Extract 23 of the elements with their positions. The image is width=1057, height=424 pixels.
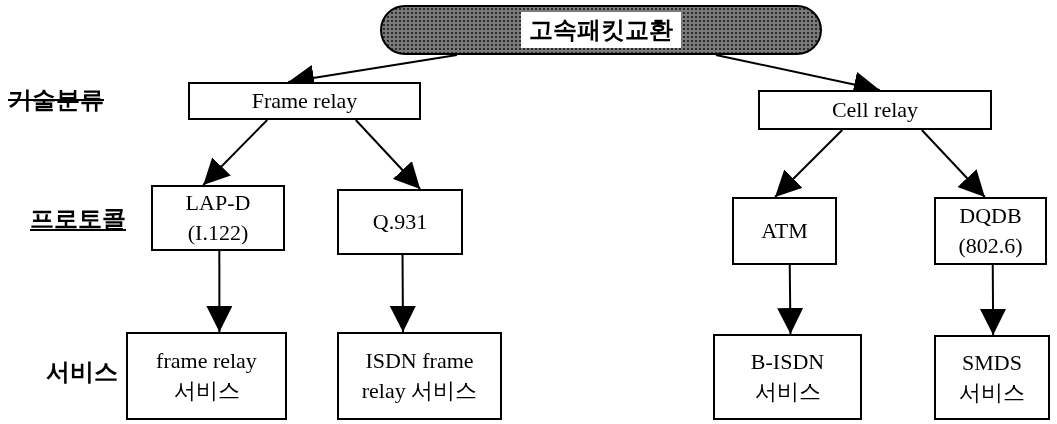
title-pill [380,5,822,55]
category-box: Q.931 [337,189,463,255]
category-box: frame relay 서비스 [126,332,287,420]
category-box: ATM [732,197,837,265]
category-box: LAP-D (I.122) [151,185,285,251]
arrow [980,264,1006,336]
arrow [354,119,422,190]
arrow [202,119,269,186]
category-box: DQDB (802.6) [934,197,1047,265]
row-label: 기술분류 [8,85,104,116]
category-box: SMDS 서비스 [934,335,1050,420]
arrow [920,129,986,198]
row-label: 프로토콜 [30,204,126,235]
category-box: B-ISDN 서비스 [713,334,862,420]
arrow [777,264,804,335]
title-text: 고속패킷교환 [521,12,681,48]
arrow [206,250,233,333]
category-box: ISDN frame relay 서비스 [337,332,502,420]
category-box: Frame relay [188,82,421,120]
row-label: 서비스 [46,357,118,388]
category-box: Cell relay [758,90,992,130]
arrow [774,129,844,198]
arrow [389,254,416,333]
